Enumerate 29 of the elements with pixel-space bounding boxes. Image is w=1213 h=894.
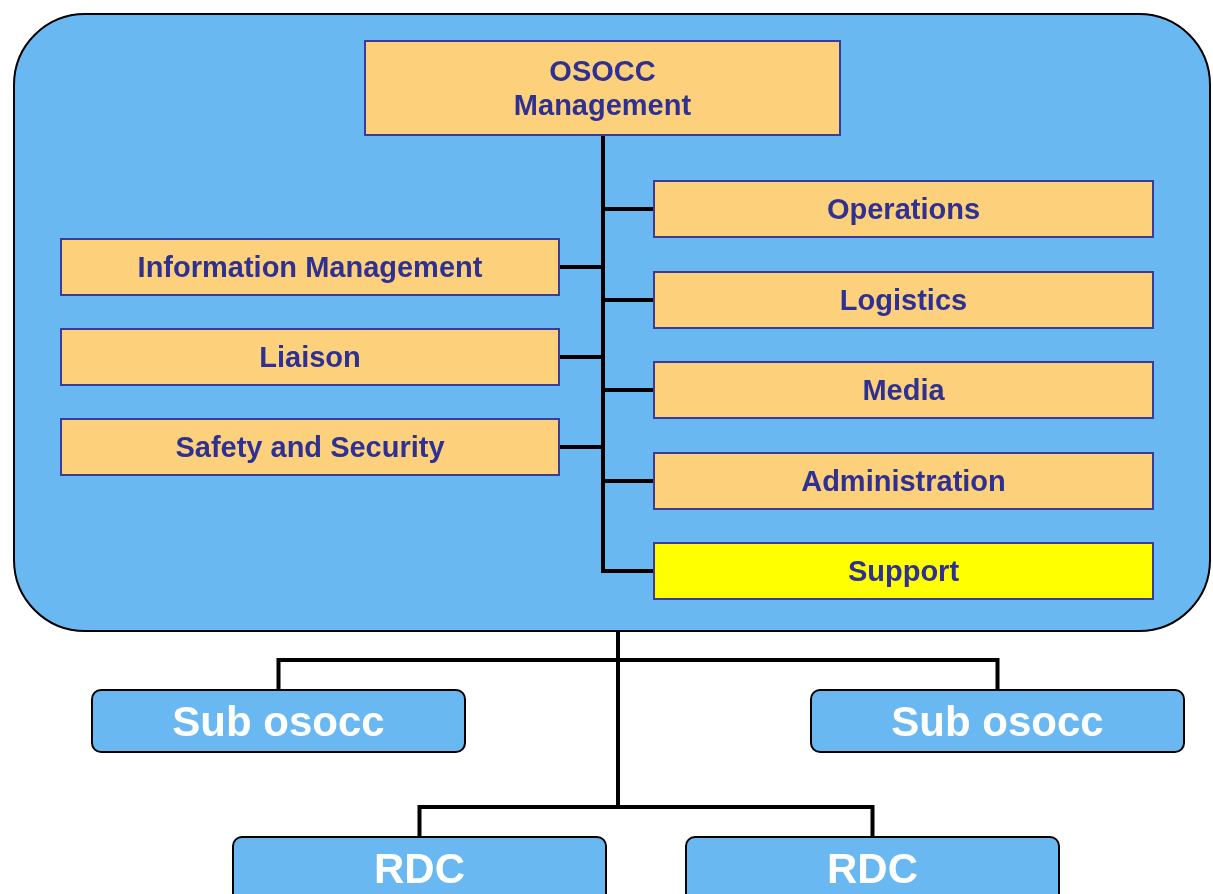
site-label: RDC (827, 846, 918, 892)
unit-label: Media (861, 373, 946, 407)
unit-box (653, 452, 1154, 510)
unit-label: Administration (800, 464, 1007, 498)
connector-line (601, 136, 653, 573)
unit-box (653, 542, 1154, 600)
unit-box (653, 180, 1154, 238)
site-box (810, 689, 1185, 753)
unit-label: OSOCC Management (512, 54, 693, 122)
unit-box (653, 361, 1154, 419)
site-label: Sub osocc (891, 699, 1104, 745)
site-label: RDC (374, 846, 465, 892)
unit-box (364, 40, 841, 136)
site-box (232, 836, 607, 894)
group-frame (13, 13, 1211, 632)
unit-label: Liaison (258, 340, 362, 374)
site-box (685, 836, 1060, 894)
unit-box (60, 418, 560, 476)
unit-box (653, 271, 1154, 329)
unit-label: Safety and Security (174, 430, 446, 464)
site-box (91, 689, 466, 753)
unit-label: Support (846, 554, 961, 588)
unit-label: Logistics (838, 283, 969, 317)
unit-label: Operations (825, 192, 982, 226)
unit-box (60, 328, 560, 386)
connector-line (616, 632, 875, 836)
site-label: Sub osocc (172, 699, 385, 745)
unit-box (60, 238, 560, 296)
unit-label: Information Management (136, 250, 484, 284)
